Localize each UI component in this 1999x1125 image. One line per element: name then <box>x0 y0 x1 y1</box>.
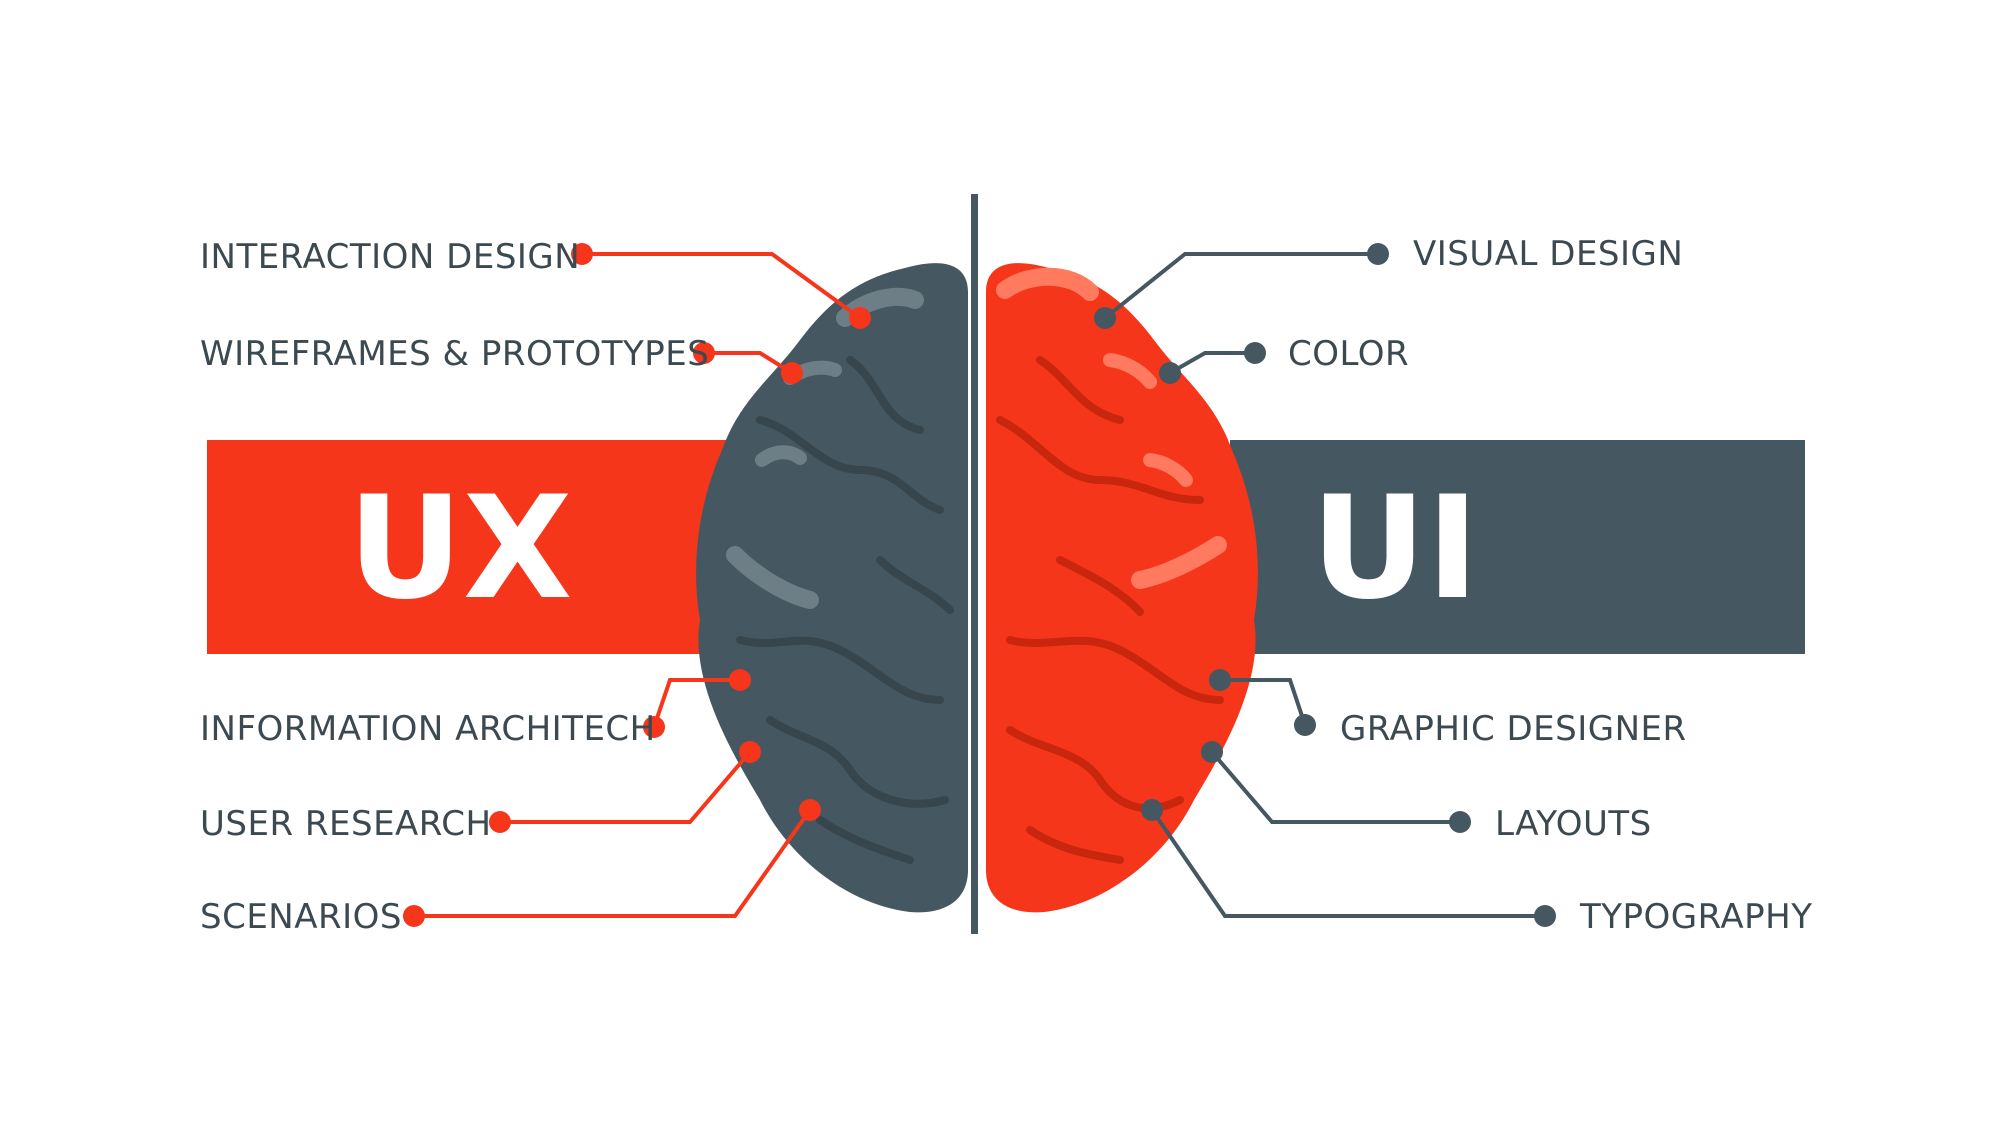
dot-scenarios-inner <box>799 799 821 821</box>
label-graphic-designer: GRAPHIC DESIGNER <box>1340 709 1687 749</box>
dot-graphic-designer-inner <box>1209 669 1231 691</box>
left-brain-hemisphere <box>696 263 968 912</box>
connector-typography <box>1152 810 1545 916</box>
connector-visual-design <box>1105 254 1378 318</box>
connector-interaction-design <box>582 254 860 318</box>
dot-scenarios-outer <box>403 905 425 927</box>
label-interaction-design: INTERACTION DESIGN <box>200 237 580 277</box>
dot-interaction-design-inner <box>849 307 871 329</box>
dot-color-inner <box>1159 362 1181 384</box>
label-scenarios: SCENARIOS <box>200 897 402 937</box>
dot-information-architech-inner <box>729 669 751 691</box>
dot-visual-design-inner <box>1094 307 1116 329</box>
ux-banner-text: UX <box>348 466 573 631</box>
label-layouts: LAYOUTS <box>1495 804 1652 844</box>
dot-layouts-inner <box>1201 741 1223 763</box>
dot-user-research-inner <box>739 741 761 763</box>
dot-typography-inner <box>1141 799 1163 821</box>
label-color: COLOR <box>1288 334 1409 374</box>
label-visual-design: VISUAL DESIGN <box>1413 234 1683 274</box>
label-wireframes-prototypes: WIREFRAMES & PROTOTYPES <box>200 334 709 374</box>
dot-color-outer <box>1244 342 1266 364</box>
ui-banner-text: UI <box>1311 466 1479 631</box>
dot-visual-design-outer <box>1367 243 1389 265</box>
label-information-architech: INFORMATION ARCHITECH <box>200 709 656 749</box>
connector-color <box>1170 353 1255 373</box>
center-divider <box>971 194 978 934</box>
dot-typography-outer <box>1534 905 1556 927</box>
dot-layouts-outer <box>1449 811 1471 833</box>
label-typography: TYPOGRAPHY <box>1579 897 1813 937</box>
dot-wireframes-inner <box>781 362 803 384</box>
label-user-research: USER RESEARCH <box>200 804 492 844</box>
dot-graphic-designer-outer <box>1294 714 1316 736</box>
connector-user-research <box>500 752 750 822</box>
connector-layouts <box>1212 752 1460 822</box>
right-brain-hemisphere <box>986 263 1258 912</box>
dot-user-research-outer <box>489 811 511 833</box>
